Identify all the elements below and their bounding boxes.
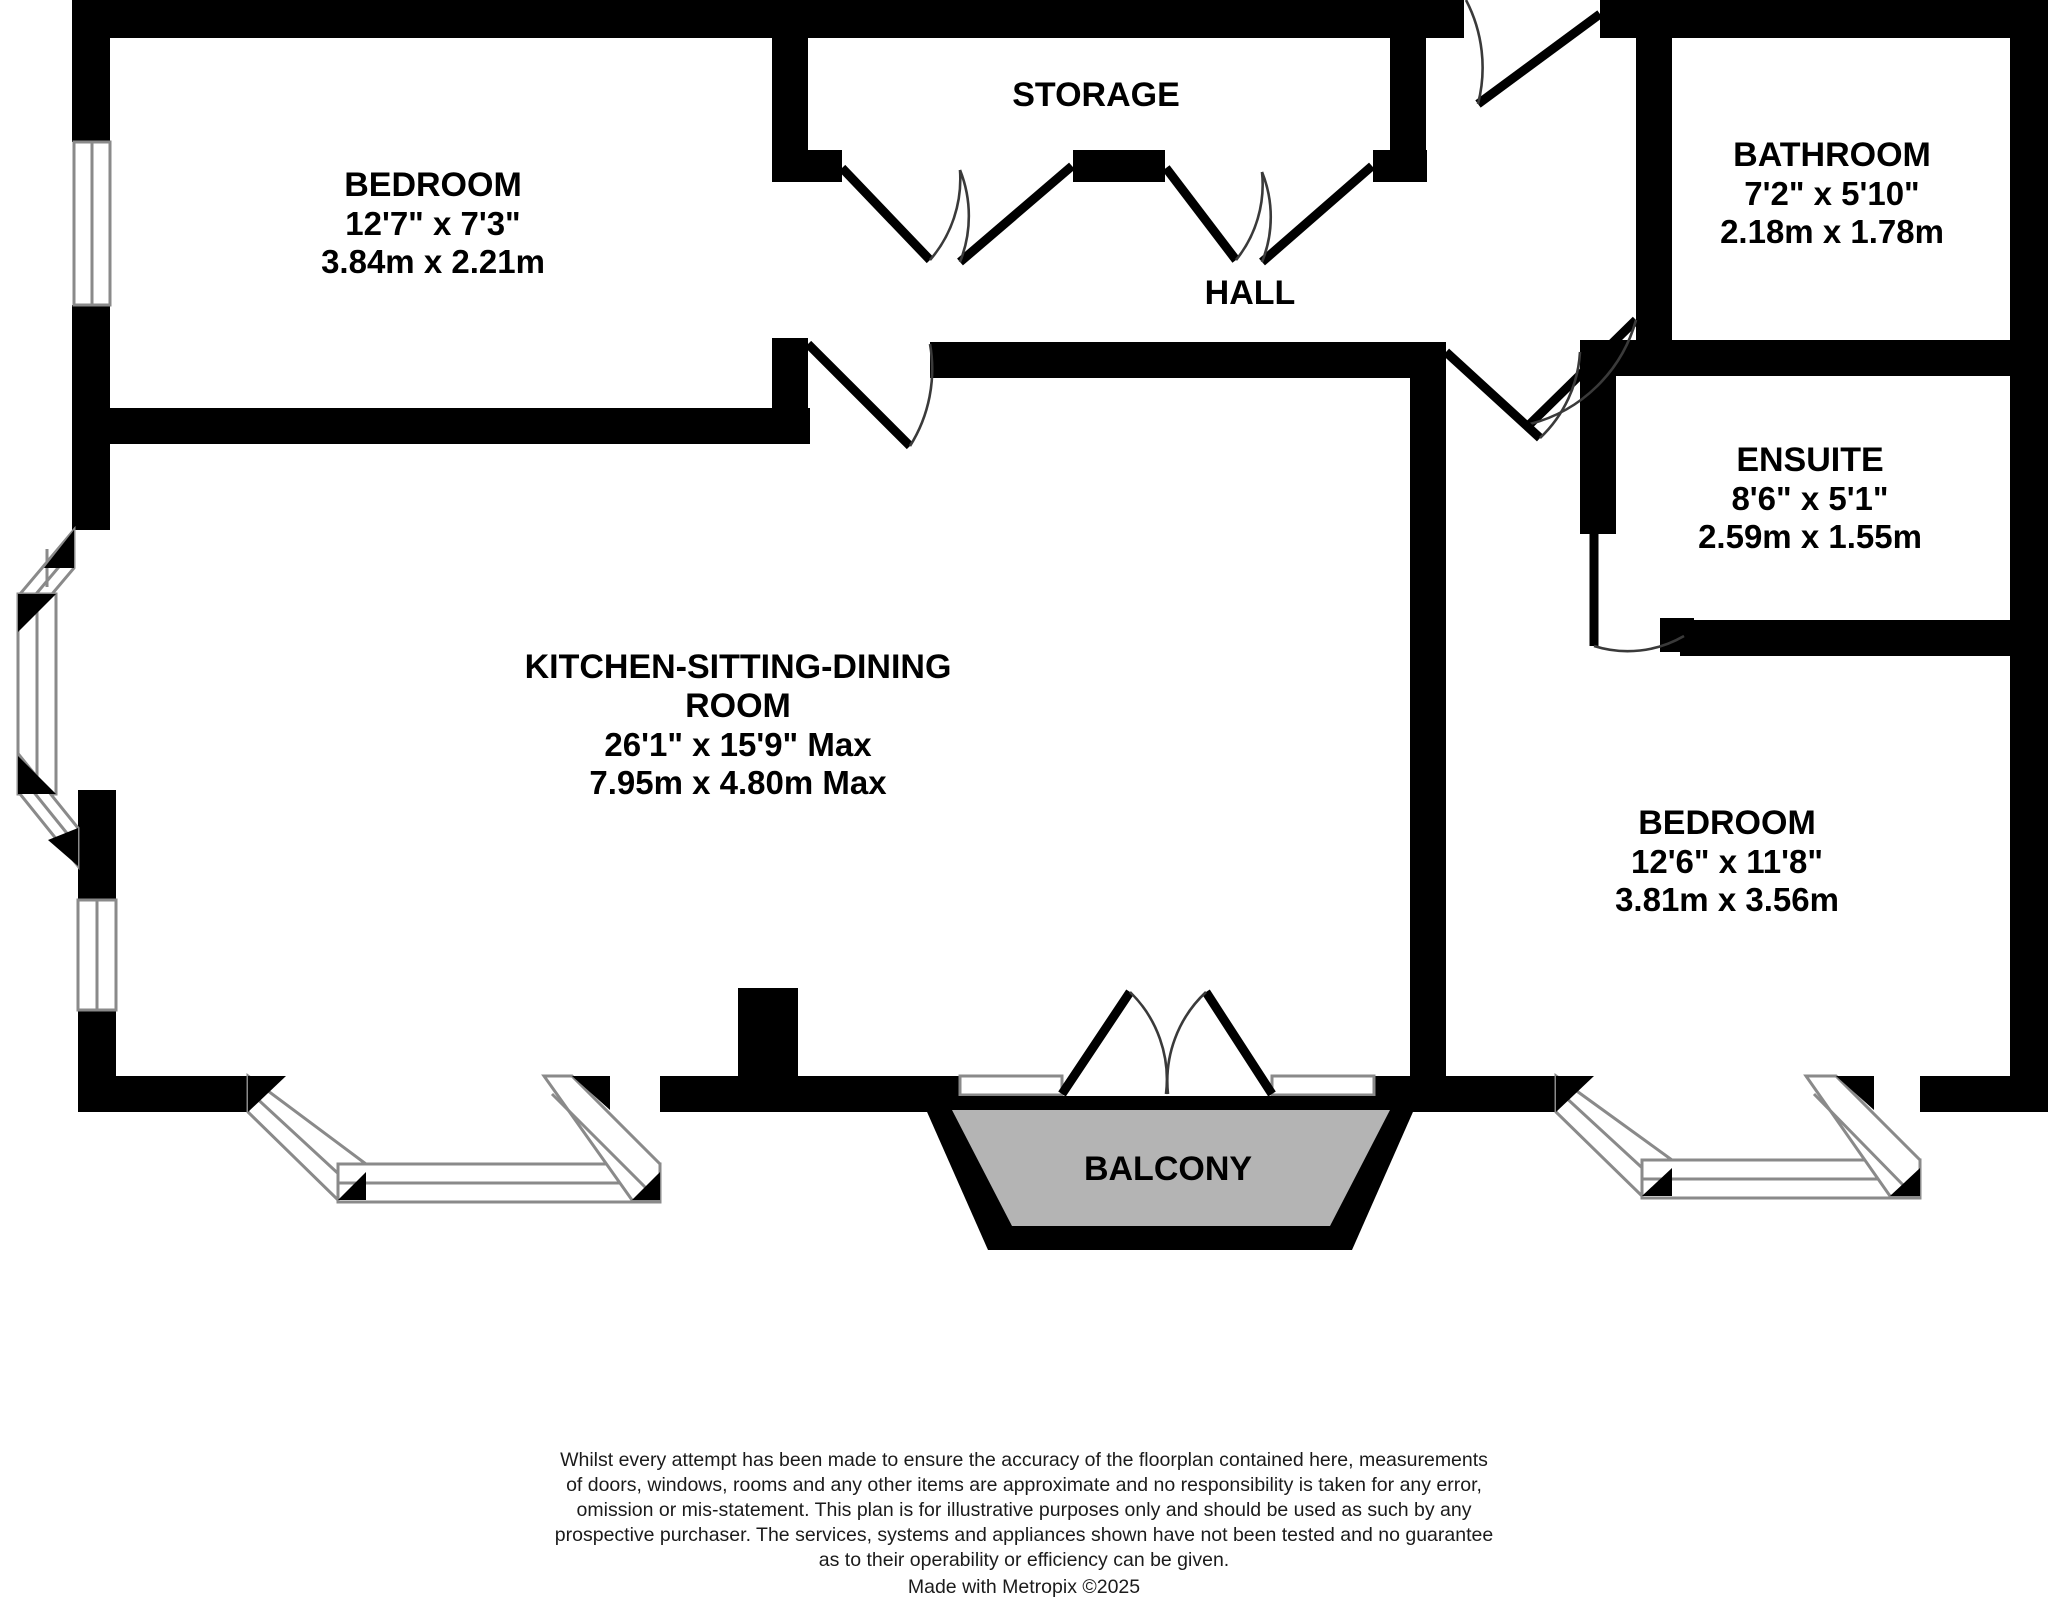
label-kitchen-sitting-dining: KITCHEN-SITTING-DINING ROOM 26'1" x 15'9… <box>525 648 952 801</box>
label-hall: HALL <box>1205 274 1296 312</box>
label-storage: STORAGE <box>1012 76 1180 114</box>
label-bathroom: BATHROOM 7'2" x 5'10" 2.18m x 1.78m <box>1720 136 1944 250</box>
walls-group <box>72 0 2048 1112</box>
disclaimer-footer: Whilst every attempt has been made to en… <box>0 1448 2048 1600</box>
wall-ensuite-bottom <box>1680 620 2048 656</box>
bedroom-1-name: BEDROOM <box>344 166 522 204</box>
wall-bay-corner-d <box>48 828 78 866</box>
bedroom-1-dim-metric: 3.84m x 2.21m <box>321 243 545 280</box>
wall-bay-corner-a <box>44 530 74 568</box>
disclaimer-line-4: prospective purchaser. The services, sys… <box>554 1524 1494 1546</box>
disclaimer-line-2: of doors, windows, rooms and any other i… <box>566 1474 1482 1496</box>
wall-stub-storage-right <box>1373 150 1427 182</box>
balcony-name: BALCONY <box>1084 1150 1252 1188</box>
window-left-lower <box>76 898 118 1012</box>
wall-rbay-corner-b <box>1642 1168 1672 1196</box>
kitchen-dim-metric: 7.95m x 4.80m Max <box>589 764 887 801</box>
door-bedroom1 <box>804 340 934 450</box>
wall-bbay-corner-c <box>632 1172 660 1200</box>
door-bathroom <box>1526 316 1640 428</box>
bedroom-2-name: BEDROOM <box>1638 804 1816 842</box>
wall-hall-bottom <box>930 342 1410 378</box>
bedroom-2-dim-metric: 3.81m x 3.56m <box>1615 881 1839 918</box>
door-entry <box>1464 0 1603 108</box>
label-bedroom-2: BEDROOM 12'6" x 11'8" 3.81m x 3.56m <box>1615 804 1839 918</box>
ensuite-dim-imperial: 8'6" x 5'1" <box>1731 480 1888 517</box>
wall-bottom-mid <box>660 1076 960 1112</box>
bathroom-dim-imperial: 7'2" x 5'10" <box>1744 175 1919 212</box>
bedroom-2-dim-imperial: 12'6" x 11'8" <box>1631 843 1823 880</box>
bathroom-name: BATHROOM <box>1733 136 1931 174</box>
wall-bed1-bottom <box>110 408 810 444</box>
wall-bbay-corner-d <box>572 1076 610 1110</box>
wall-bathroom-left <box>1636 0 1672 330</box>
wall-top-main <box>72 0 1464 38</box>
wall-left-mid <box>72 305 110 530</box>
wall-bay-corner-b <box>18 594 56 632</box>
disclaimer-line-5: as to their operability or efficiency ca… <box>818 1549 1230 1571</box>
label-bedroom-1: BEDROOM 12'7" x 7'3" 3.84m x 2.21m <box>321 166 545 280</box>
wall-stub-bathroom-door <box>1636 312 1672 346</box>
ensuite-name: ENSUITE <box>1736 441 1883 479</box>
disclaimer-line-1: Whilst every attempt has been made to en… <box>560 1449 1488 1471</box>
wall-bottom-left <box>78 1076 248 1112</box>
wall-stub-storage-left <box>772 150 842 182</box>
wall-top-right <box>1600 0 2048 38</box>
wall-kitchen-bed2-divider <box>1410 342 1446 1086</box>
door-storage-left <box>838 162 1075 266</box>
doors-group <box>804 0 1685 1097</box>
hall-name: HALL <box>1205 274 1296 312</box>
wall-rbay-corner-d <box>1836 1076 1874 1110</box>
balcony-shape <box>920 1096 1420 1250</box>
disclaimer-line-3: omission or mis-statement. This plan is … <box>576 1499 1472 1521</box>
wall-left-lower-upper <box>78 790 116 900</box>
wall-bottom-bed2-left <box>1446 1076 1556 1112</box>
wall-bottom-bed2-right <box>1920 1076 2048 1112</box>
storage-name: STORAGE <box>1012 76 1180 114</box>
window-bottom-bay-flat <box>336 1162 662 1204</box>
label-balcony: BALCONY <box>1084 1150 1252 1188</box>
wall-left-upper <box>72 0 110 142</box>
wall-bathroom-bottom <box>1600 340 2048 376</box>
kitchen-name-line2: ROOM <box>685 687 791 725</box>
label-ensuite: ENSUITE 8'6" x 5'1" 2.59m x 1.55m <box>1698 441 1922 555</box>
wall-bed1-right-upper <box>772 0 808 150</box>
wall-right-outer <box>2010 0 2048 1086</box>
door-storage-right <box>1162 162 1375 266</box>
wall-storage-right <box>1390 0 1426 150</box>
bathroom-dim-metric: 2.18m x 1.78m <box>1720 213 1944 250</box>
kitchen-dim-imperial: 26'1" x 15'9" Max <box>604 726 872 763</box>
wall-bbay-corner-a <box>248 1076 286 1112</box>
wall-rbay-corner-a <box>1556 1076 1594 1112</box>
door-balcony-french <box>1058 989 1276 1097</box>
windows-group <box>16 140 1922 1204</box>
door-ensuite <box>1589 512 1685 653</box>
door-hall-right <box>1442 348 1582 442</box>
kitchen-name-line1: KITCHEN-SITTING-DINING <box>525 648 952 686</box>
wall-bay-corner-c <box>18 756 56 794</box>
bedroom-1-dim-imperial: 12'7" x 7'3" <box>345 205 520 242</box>
wall-stub-storage-mid <box>1073 150 1165 182</box>
window-bedroom1-left <box>72 140 112 307</box>
wall-stub-ensuite-door <box>1660 618 1694 652</box>
wall-bbay-corner-b <box>338 1172 366 1200</box>
ensuite-dim-metric: 2.59m x 1.55m <box>1698 518 1922 555</box>
wall-rbay-corner-c <box>1890 1168 1920 1196</box>
room-labels-group: BEDROOM 12'7" x 7'3" 3.84m x 2.21m STORA… <box>321 76 1944 1188</box>
wall-chimney-breast <box>738 988 798 1080</box>
